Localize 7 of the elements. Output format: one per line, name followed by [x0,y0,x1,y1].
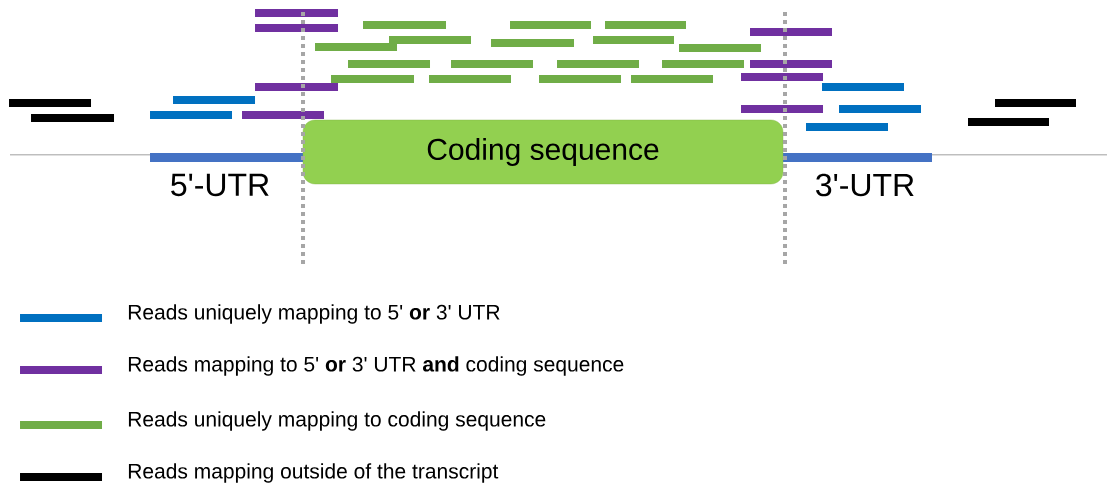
legend-text: Reads mapping outside of the transcript [128,463,499,483]
coding-sequence-box: Coding sequence [302,119,784,185]
legend-text: Reads uniquely mapping to 5' or 3' UTR [128,304,500,324]
region-label: 5'-UTR [171,173,269,197]
region-label: 3'-UTR [816,173,914,197]
legend-text: Reads uniquely mapping to coding sequence [128,411,546,431]
legend-text: Reads mapping to 5' or 3' UTR and coding sequence [128,356,624,376]
